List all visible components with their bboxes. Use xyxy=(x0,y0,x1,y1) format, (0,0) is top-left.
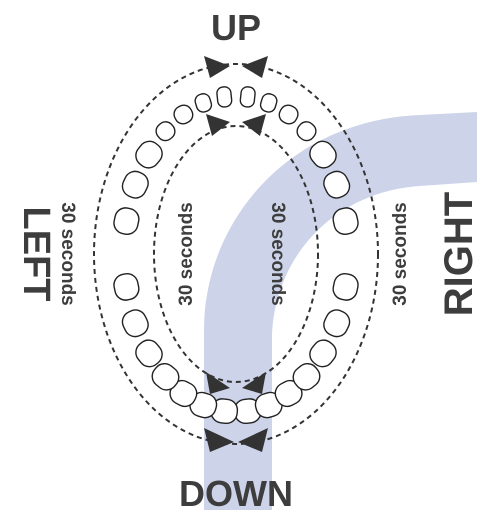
tooth xyxy=(296,121,317,142)
tooth xyxy=(173,104,194,125)
tooth xyxy=(323,170,351,199)
label-up: UP xyxy=(211,7,261,48)
arrowhead-icon xyxy=(204,56,268,452)
tooth xyxy=(292,362,321,391)
label-right: RIGHT xyxy=(437,192,477,316)
tooth xyxy=(259,93,278,113)
tooth xyxy=(135,339,163,368)
dental-arch-icon xyxy=(113,86,359,425)
tooth xyxy=(309,339,337,368)
outer-dashed-path xyxy=(93,63,379,445)
inner-left-time-label: 30 seconds xyxy=(176,202,197,306)
label-left: LEFT xyxy=(15,207,57,302)
tooth xyxy=(151,362,180,391)
inner-dashed-path xyxy=(153,125,319,383)
outer-right-time-label: 30 seconds xyxy=(390,202,411,306)
label-down: DOWN xyxy=(179,473,293,510)
tooth xyxy=(332,272,359,301)
tooth xyxy=(216,86,233,108)
tooth xyxy=(309,140,337,169)
tooth xyxy=(239,86,256,108)
outer-left-time-label: 30 seconds xyxy=(57,202,78,306)
tooth xyxy=(332,207,359,236)
tooth xyxy=(194,93,213,113)
tooth xyxy=(113,272,140,301)
tooth xyxy=(323,309,351,338)
curved-band xyxy=(204,112,477,510)
tooth xyxy=(135,140,163,169)
tooth xyxy=(121,170,149,199)
inner-right-time-label: 30 seconds xyxy=(267,202,288,306)
tooth xyxy=(113,207,140,236)
tooth xyxy=(121,309,149,338)
tooth xyxy=(278,104,299,125)
tooth xyxy=(155,121,176,142)
